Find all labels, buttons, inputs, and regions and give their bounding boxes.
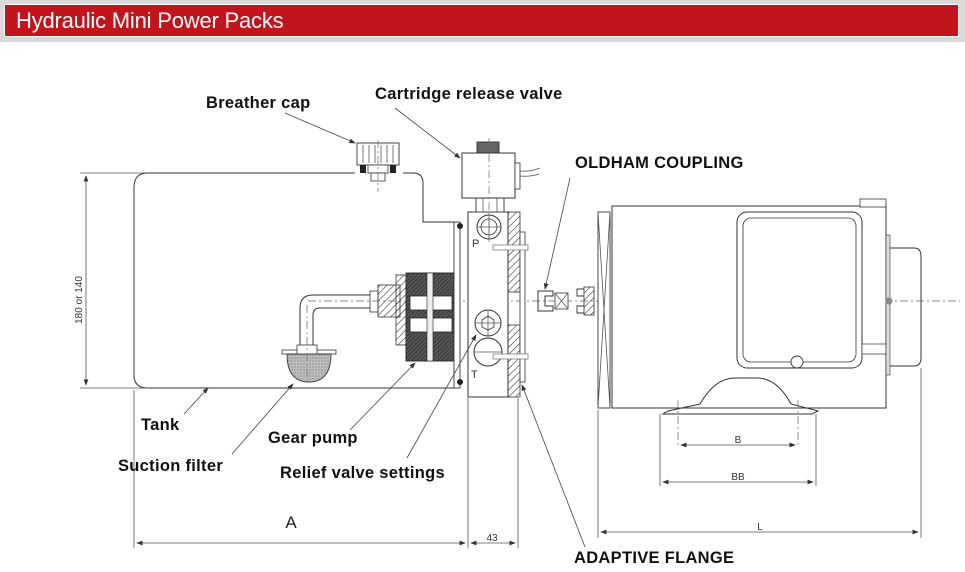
- leader-adaptive-flange: [521, 384, 586, 548]
- cartridge-release-valve: [461, 138, 541, 242]
- dimension-l-label: L: [757, 522, 763, 533]
- label-cartridge-release-valve: Cartridge release valve: [375, 85, 563, 103]
- gear-pump: [395, 272, 455, 362]
- tank-height-dimension: 180 or 140: [74, 172, 148, 389]
- header-bar: Hydraulic Mini Power Packs: [4, 4, 959, 37]
- suction-filter: [281, 305, 337, 385]
- dimension-a-label: A: [285, 513, 297, 532]
- leader-gear-pump: [349, 362, 416, 431]
- label-tank: Tank: [141, 416, 180, 434]
- valve-body: P T: [467, 211, 509, 398]
- label-gear-pump: Gear pump: [268, 429, 358, 447]
- label-adaptive-flange: ADAPTIVE FLANGE: [574, 549, 734, 567]
- dimension-b-label: B: [735, 435, 742, 446]
- page-title: Hydraulic Mini Power Packs: [16, 8, 284, 33]
- leader-relief-valve: [406, 334, 477, 459]
- dimension-43: 43: [470, 398, 519, 548]
- electric-motor: [597, 198, 922, 415]
- dimension-bb: BB: [659, 414, 817, 486]
- breather-cap: [356, 140, 400, 192]
- leader-oldham-coupling: [543, 177, 571, 290]
- dimension-l: L: [597, 368, 922, 538]
- header-frame: Hydraulic Mini Power Packs: [0, 0, 965, 42]
- port-p-label: P: [472, 238, 479, 250]
- port-t-label: T: [471, 369, 478, 381]
- leader-tank: [183, 387, 209, 415]
- adaptive-flange: [492, 211, 529, 398]
- leader-cartridge-valve: [394, 107, 461, 159]
- dimension-bb-label: BB: [731, 472, 745, 483]
- tank-height-label: 180 or 140: [74, 276, 85, 324]
- leader-breather-cap: [284, 112, 356, 144]
- label-breather-cap: Breather cap: [206, 94, 310, 112]
- leader-suction-filter: [231, 383, 294, 455]
- label-oldham-coupling: OLDHAM COUPLING: [575, 154, 744, 172]
- oldham-coupling: [537, 286, 595, 316]
- dimension-43-label: 43: [486, 533, 498, 544]
- tank: [133, 172, 455, 389]
- mounting-plate: [453, 221, 463, 389]
- label-relief-valve-settings: Relief valve settings: [280, 464, 445, 482]
- dimension-b: B: [677, 400, 799, 448]
- dimension-a: A: [133, 390, 469, 548]
- label-suction-filter: Suction filter: [118, 457, 223, 475]
